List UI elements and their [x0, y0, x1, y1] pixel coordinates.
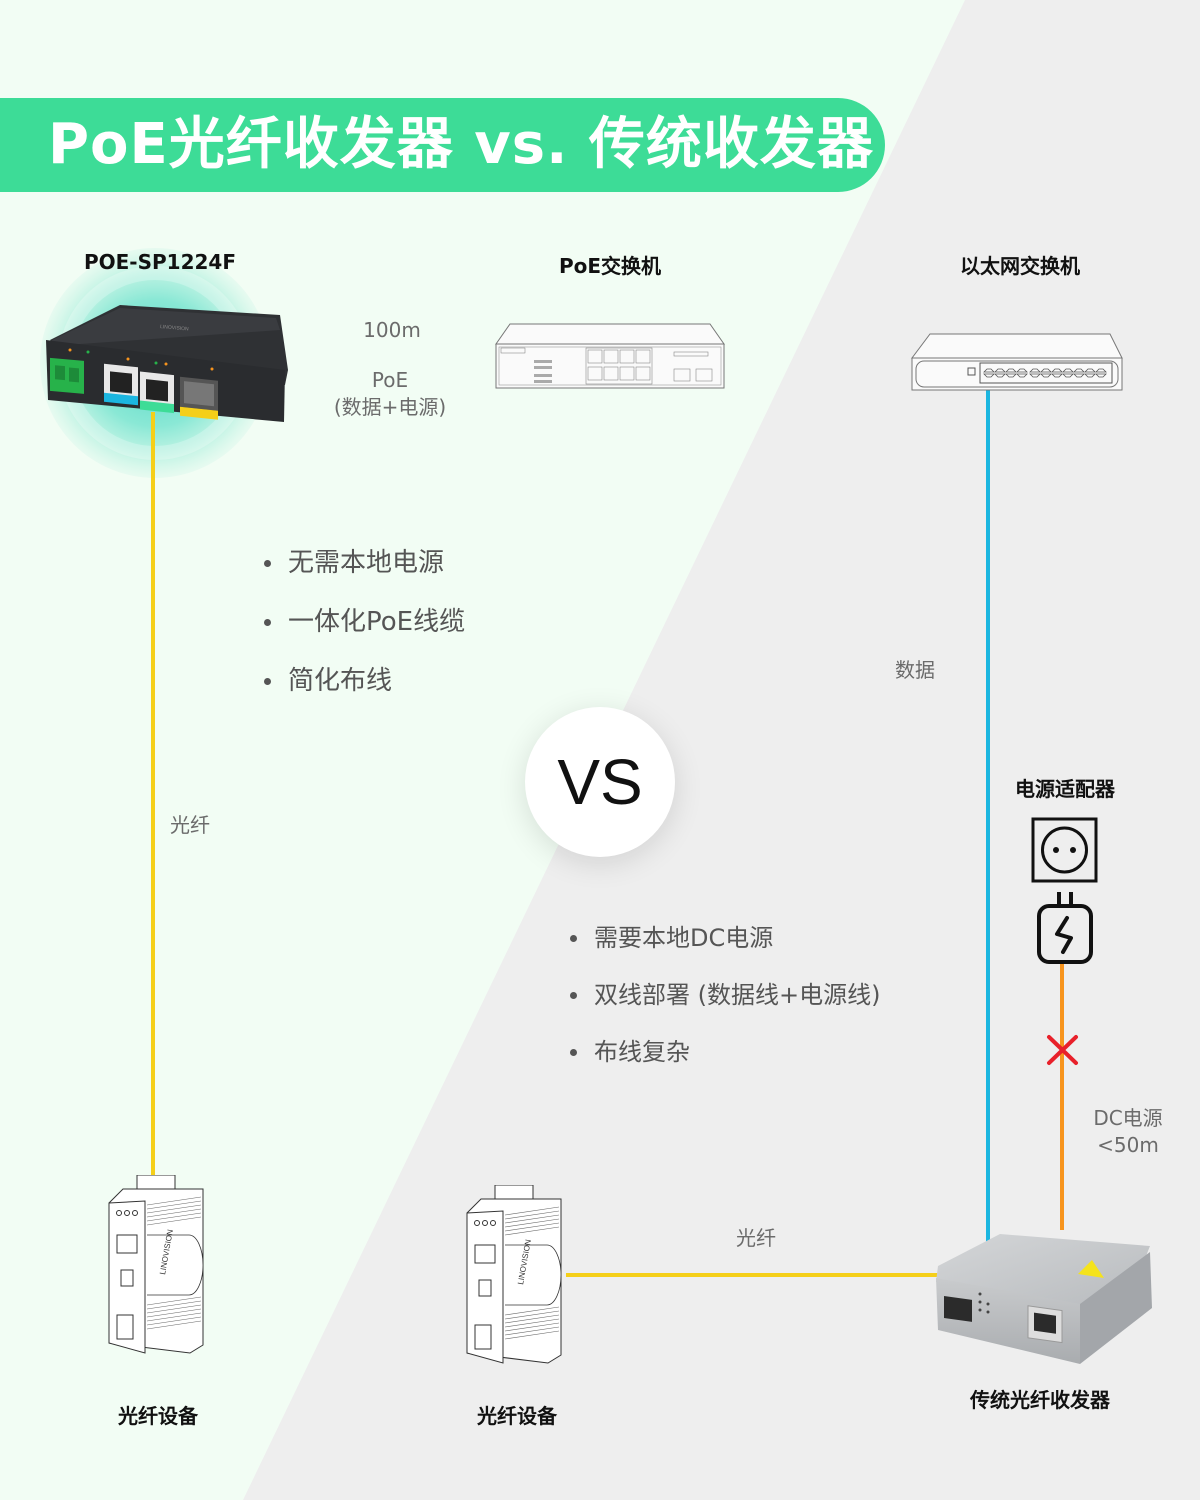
fiber-label-left: 光纤: [170, 813, 210, 837]
cable-desc-label: (数据+电源): [333, 395, 447, 419]
poe-benefits-list: 无需本地电源 一体化PoE线缆 简化布线: [262, 543, 465, 720]
svg-text:LINOVISION: LINOVISION: [160, 324, 189, 333]
fiber-device-left: LINOVISION: [108, 1175, 204, 1354]
cable-distance-label: 100m: [363, 318, 421, 342]
cable-type-label: PoE: [371, 368, 409, 392]
power-adapter-label: 电源适配器: [1015, 777, 1115, 801]
vs-badge: VS: [525, 707, 675, 857]
benefit-item: 一体化PoE线缆: [262, 602, 465, 661]
fiber-device-left-label: 光纤设备: [118, 1404, 198, 1428]
traditional-converter-label: 传统光纤收发器: [970, 1388, 1110, 1412]
dc-distance-label: <50m: [1097, 1133, 1159, 1157]
fiber-label-right: 光纤: [736, 1226, 776, 1250]
power-plug-icon: [1037, 892, 1093, 964]
drawback-item: 布线复杂: [568, 1032, 880, 1089]
title-banner: PoE光纤收发器 vs. 传统收发器: [0, 98, 885, 192]
traditional-converter-device: [936, 1234, 1152, 1364]
poe-device-label: POE-SP1224F: [83, 250, 236, 274]
page-title: PoE光纤收发器 vs. 传统收发器: [48, 112, 874, 177]
power-outlet-icon: [1031, 817, 1098, 883]
poe-transceiver-device: LINOVISION: [46, 305, 288, 422]
drawback-item: 需要本地DC电源: [568, 918, 880, 975]
fiber-device-right: LINOVISION: [466, 1185, 562, 1364]
poe-switch-label: PoE交换机: [558, 254, 662, 278]
poe-switch-device: [495, 323, 725, 389]
traditional-drawbacks-list: 需要本地DC电源 双线部署 (数据线+电源线) 布线复杂: [568, 918, 880, 1089]
drawback-item: 双线部署 (数据线+电源线): [568, 975, 880, 1032]
ethernet-switch-label: 以太网交换机: [960, 254, 1080, 278]
data-label: 数据: [895, 658, 935, 682]
ethernet-switch-device: [911, 333, 1123, 391]
benefit-item: 无需本地电源: [262, 543, 465, 602]
benefit-item: 简化布线: [262, 661, 465, 720]
fiber-device-right-label: 光纤设备: [477, 1404, 557, 1428]
cross-icon: [1047, 1035, 1078, 1065]
dc-power-label: DC电源: [1093, 1106, 1163, 1130]
